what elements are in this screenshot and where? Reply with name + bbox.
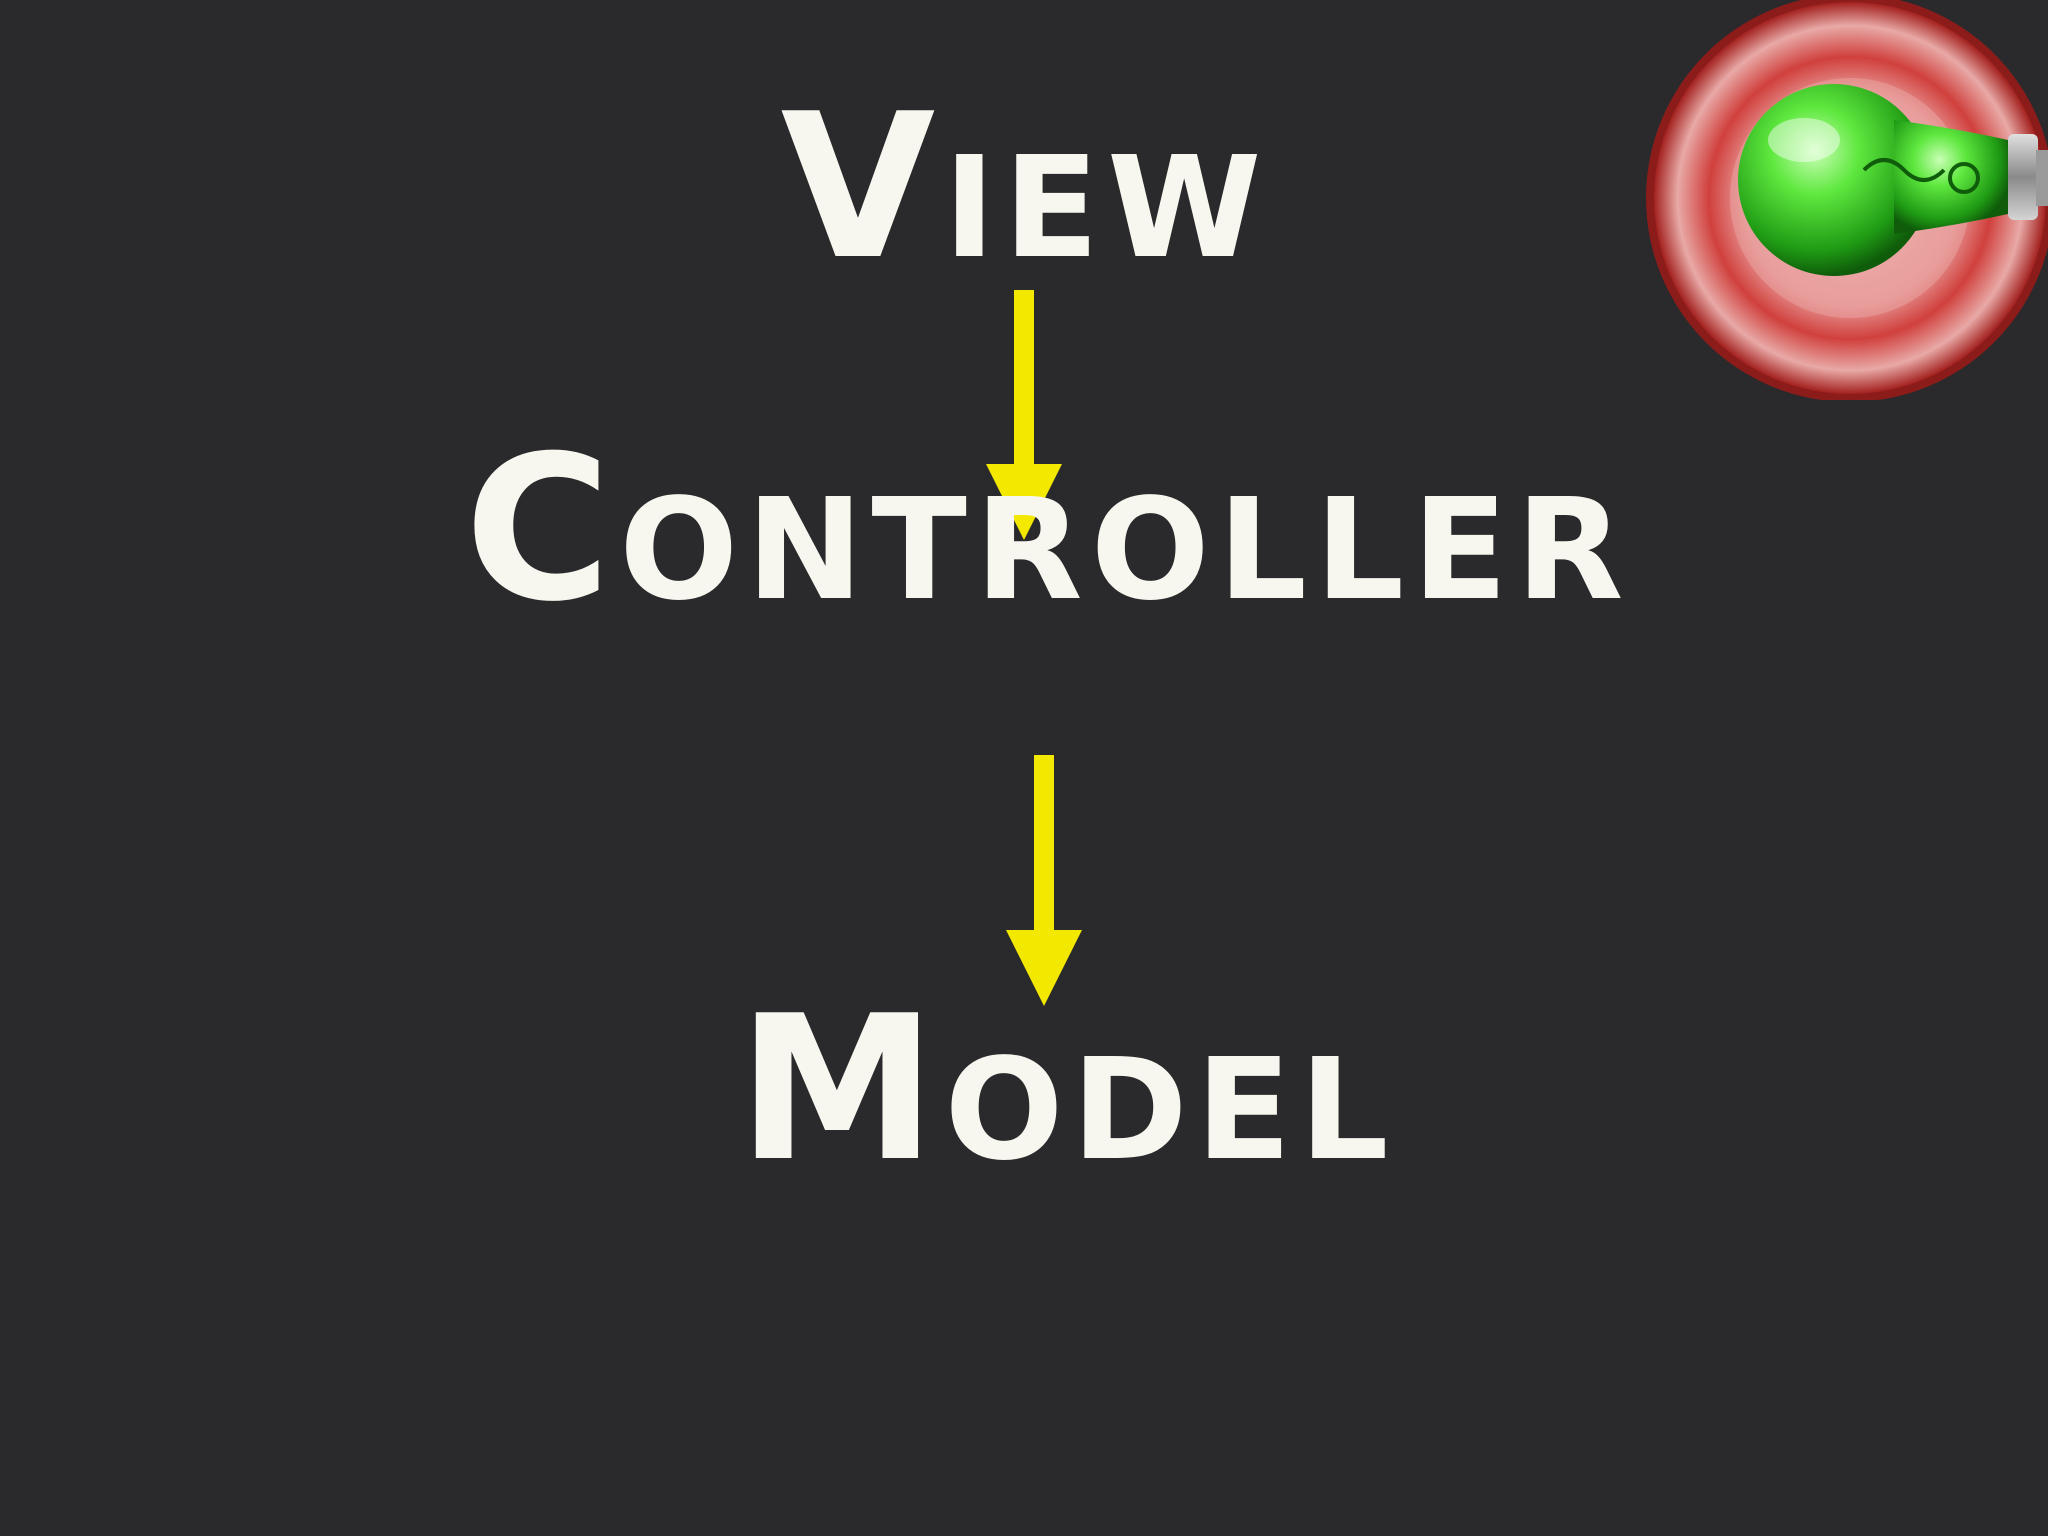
- node-model-label: Model: [737, 973, 1397, 1206]
- lightbulb-badge: [1624, 0, 2048, 400]
- node-controller-label: Controller: [464, 413, 1632, 646]
- green-lightbulb-icon: [1646, 0, 2048, 400]
- node-view-label: View: [780, 71, 1270, 304]
